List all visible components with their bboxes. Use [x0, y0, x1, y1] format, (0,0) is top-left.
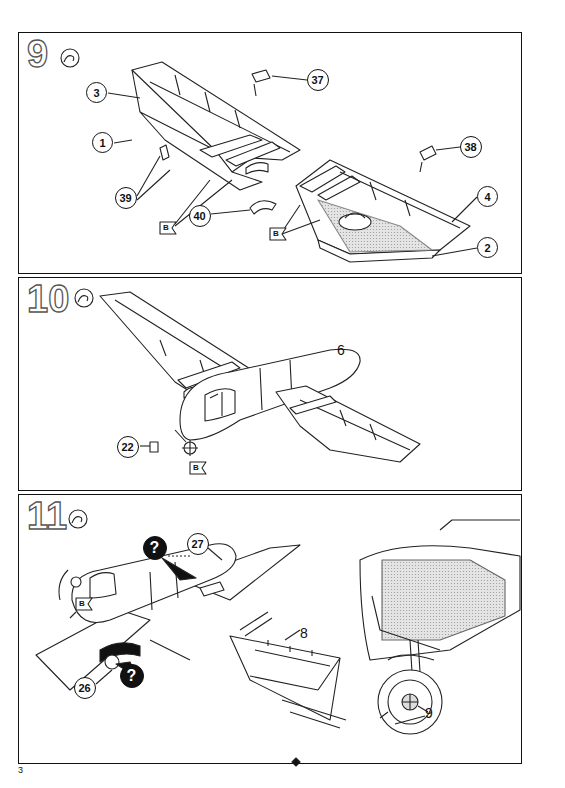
callout-number: 3 — [86, 82, 107, 103]
callout-text: 2 — [484, 242, 490, 254]
assembly-step-11 — [36, 544, 346, 728]
callout-text: 22 — [121, 441, 133, 453]
step-number: 11 — [27, 497, 67, 535]
left-wing — [132, 62, 300, 190]
query-callout: ? — [143, 536, 167, 560]
callout-number: 2 — [477, 237, 498, 258]
step-panel: 11? 27 26? — [18, 494, 522, 764]
callout-number: 1 — [92, 132, 113, 153]
page-number: 3 — [18, 766, 23, 775]
right-wing — [296, 160, 470, 262]
callout-number: 37 — [307, 69, 329, 91]
step-panel: 10 22 — [18, 277, 522, 491]
callout-text: 37 — [311, 74, 323, 86]
step-number: 9 — [27, 35, 48, 73]
step-panel: 9 37 3 1 38 39 4 40 2 — [18, 32, 522, 274]
callout-number: 22 — [117, 436, 139, 458]
step-number: 10 — [27, 280, 69, 318]
callout-number: 27 — [187, 533, 209, 555]
part-number: 8 — [300, 626, 308, 640]
reference-flag — [76, 222, 286, 610]
callout-text: 1 — [99, 137, 105, 149]
callout-number: 4 — [477, 186, 498, 207]
part-number: 9 — [425, 706, 433, 720]
callout-number: 39 — [115, 187, 137, 209]
nose-gear-detail — [360, 520, 520, 734]
assembly-step-10 — [100, 292, 420, 462]
callout-text: 38 — [464, 141, 476, 153]
callout-number: 26 — [74, 677, 96, 699]
flag-letter: B — [193, 464, 199, 472]
callout-text: 27 — [191, 538, 203, 550]
callout-text: 39 — [119, 192, 131, 204]
callout-text: 40 — [193, 210, 205, 222]
query-callout: ? — [120, 664, 144, 688]
callout-number: 40 — [189, 205, 211, 227]
callout-text: 26 — [78, 682, 90, 694]
flag-letter: B — [163, 224, 169, 232]
query-mark: ? — [127, 667, 137, 685]
query-mark: ? — [150, 539, 160, 557]
flag-letter: B — [273, 230, 279, 238]
flag-letter: B — [79, 600, 85, 608]
callout-number: 38 — [460, 136, 482, 158]
callout-text: 4 — [484, 191, 490, 203]
part-number: 6 — [337, 343, 345, 357]
callout-text: 3 — [93, 87, 99, 99]
